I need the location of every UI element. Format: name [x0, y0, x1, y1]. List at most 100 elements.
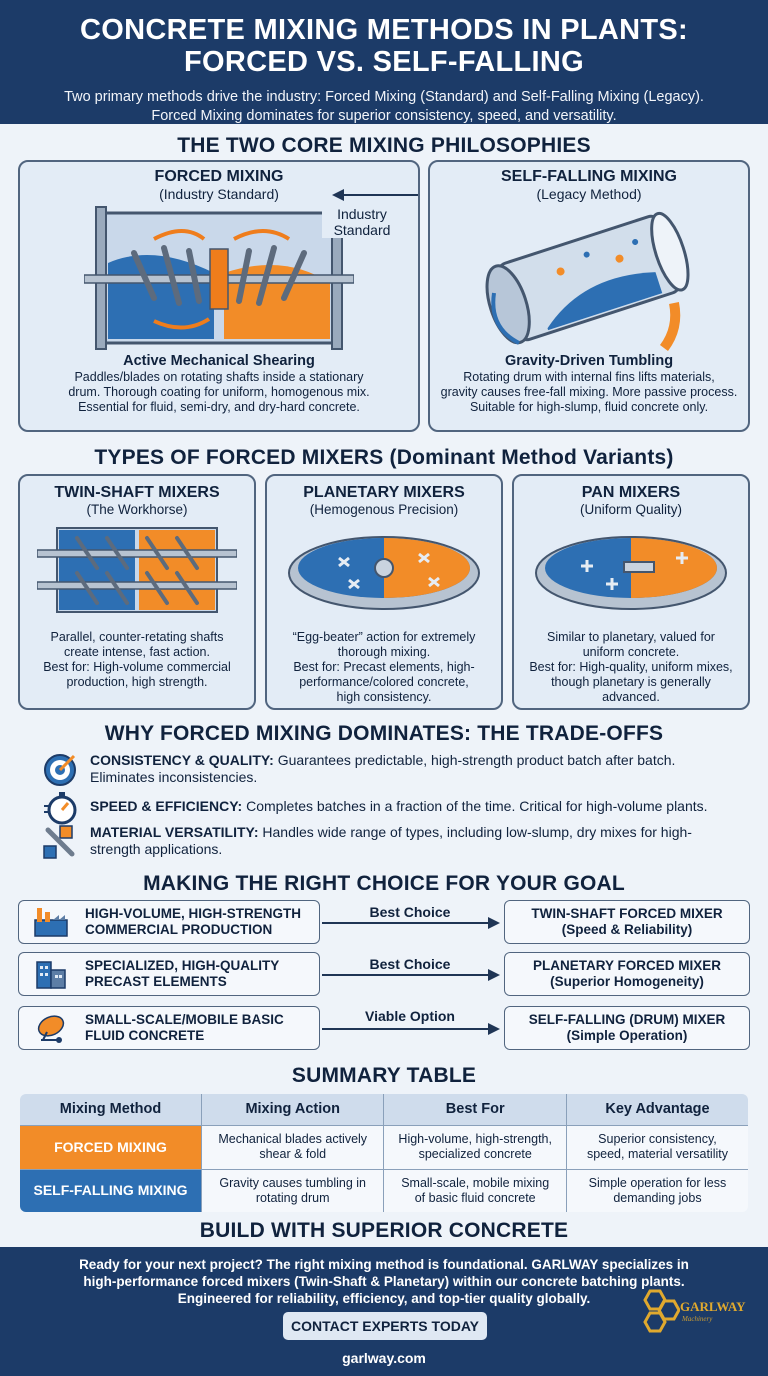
goal-small-scale-line1: SMALL-SCALE/MOBILE BASIC — [85, 1012, 284, 1027]
row-forced-adv-line1: Superior consistency, — [598, 1132, 717, 1146]
drum-mixer-icon — [37, 1015, 65, 1043]
row-self-adv-line1: Simple operation for less — [588, 1175, 727, 1190]
self-falling-subtitle: (Legacy Method) — [536, 186, 642, 202]
page-title-line1: CONCRETE MIXING METHODS IN PLANTS: — [80, 14, 688, 46]
page-subtitle-line1: Two primary methods drive the industry: … — [64, 89, 704, 105]
row-self-adv-line2: demanding jobs — [613, 1190, 702, 1205]
logo-text: GARLWAY — [680, 1299, 746, 1314]
tradeoff-consistency-body: Guarantees predictable, high-strength pr… — [90, 752, 676, 785]
twin-shaft-desc-line1: Parallel, counter-retating shafts — [50, 630, 224, 644]
pan-mixer-desc-line1: Similar to planetary, valued for — [547, 630, 715, 644]
pan-mixer-description: Similar to planetary, valued for uniform… — [514, 630, 748, 705]
factory-icon — [34, 908, 68, 937]
result-planetary-line1: PLANETARY FORCED MIXER — [532, 958, 721, 973]
tradeoff-consistency-text: CONSISTENCY & QUALITY: Guarantees predic… — [90, 752, 742, 786]
planetary-illustration — [288, 536, 480, 610]
goal-high-volume-line1: HIGH-VOLUME, HIGH-STRENGTH — [85, 906, 301, 921]
goal-precast-line1: SPECIALIZED, HIGH-QUALITY — [85, 958, 280, 973]
goal-small-scale: SMALL-SCALE/MOBILE BASIC FLUID CONCRETE — [18, 1006, 320, 1050]
row-self-method: SELF-FALLING MIXING — [20, 1168, 202, 1212]
tradeoff-versatility-label: MATERIAL VERSATILITY: — [90, 824, 259, 840]
col-mixing-action: Mixing Action — [200, 1094, 385, 1126]
self-falling-title: SELF-FALLING MIXING — [501, 168, 677, 185]
planetary-best-line3: high consistency. — [336, 690, 432, 704]
col-best-for: Best For — [383, 1094, 567, 1126]
twin-shaft-desc-line2: create intense, fast action. — [64, 645, 210, 659]
choices-title: MAKING THE RIGHT CHOICE FOR YOUR GOAL — [143, 872, 625, 895]
wrench-blocks-icon — [43, 825, 75, 859]
tradeoff-speed-label: SPEED & EFFICIENCY: — [90, 798, 243, 814]
website-link[interactable]: garlway.com — [342, 1350, 426, 1366]
result-self-falling-line2: (Simple Operation) — [566, 1028, 688, 1043]
planetary-desc-line1: “Egg-beater” action for extremely — [292, 630, 476, 644]
footer-text-line1: Ready for your next project? The right m… — [79, 1257, 689, 1272]
forced-mixing-description: Paddles/blades on rotating shafts inside… — [20, 370, 418, 415]
row-forced-method: FORCED MIXING — [20, 1124, 202, 1170]
goal-precast: SPECIALIZED, HIGH-QUALITY PRECAST ELEMEN… — [18, 952, 320, 996]
col-mixing-method: Mixing Method — [20, 1094, 202, 1126]
row-self-action-line1: Gravity causes tumbling in — [219, 1175, 366, 1190]
row-forced-best-line1: High-volume, high-strength, — [398, 1132, 552, 1146]
page-subtitle-line2: Forced Mixing dominates for superior con… — [151, 108, 617, 124]
table-row: SELF-FALLING MIXING Gravity causes tumbl… — [20, 1168, 748, 1212]
footer-banner: Ready for your next project? The right m… — [0, 1247, 768, 1376]
tradeoff-versatility: MATERIAL VERSATILITY: Handles wide range… — [42, 824, 742, 860]
arrow-line-3 — [322, 1028, 490, 1030]
result-self-falling-line1: SELF-FALLING (DRUM) MIXER — [528, 1012, 726, 1027]
twin-shaft-best-line1: Best for: High-volume commercial — [43, 660, 231, 674]
pan-mixer-best-line3: advanced. — [602, 690, 660, 704]
types-title: TYPES OF FORCED MIXERS (Dominant Method … — [94, 446, 674, 469]
row-self-best-line1: Small-scale, mobile mixing — [401, 1175, 550, 1190]
result-twin-shaft-line1: TWIN-SHAFT FORCED MIXER — [531, 906, 723, 921]
twin-shaft-description: Parallel, counter-retating shafts create… — [20, 630, 254, 690]
self-falling-desc-line2: gravity causes free-fall mixing. More pa… — [440, 385, 738, 399]
goal-precast-line2: PRECAST ELEMENTS — [85, 974, 227, 989]
row-forced-best-line2: specialized concrete — [418, 1147, 532, 1161]
pan-mixer-desc-line2: uniform concrete. — [582, 645, 680, 659]
goal-high-volume-text: HIGH-VOLUME, HIGH-STRENGTH COMMERCIAL PR… — [85, 906, 301, 938]
forced-mixing-subtitle: (Industry Standard) — [159, 186, 279, 202]
row-self-best-line2: of basic fluid concrete — [414, 1190, 536, 1205]
twin-shaft-panel: TWIN-SHAFT MIXERS (The Workhorse) Parall… — [18, 474, 256, 710]
summary-table: Mixing Method Mixing Action Best For Key… — [18, 1092, 750, 1214]
result-planetary-line2: (Superior Homogeneity) — [550, 974, 704, 989]
tradeoff-versatility-body: Handles wide range of types, including l… — [90, 824, 692, 857]
forced-mixing-panel: FORCED MIXING (Industry Standard) Active… — [18, 160, 420, 432]
footer-title: BUILD WITH SUPERIOR CONCRETE — [199, 1219, 569, 1242]
pan-mixer-best-line1: Best for: High-quality, uniform mixes, — [529, 660, 733, 674]
twin-shaft-illustration — [37, 527, 237, 613]
tradeoffs-title: WHY FORCED MIXING DOMINATES: THE TRADE-O… — [104, 722, 664, 745]
result-twin-shaft-line2: (Speed & Reliability) — [561, 922, 693, 937]
footer-text-line3: Engineered for reliability, efficiency, … — [177, 1291, 591, 1306]
self-falling-panel: SELF-FALLING MIXING (Legacy Method) Grav… — [428, 160, 750, 432]
pan-mixer-title: PAN MIXERS — [581, 484, 681, 501]
row-self-action-line2: rotating drum — [255, 1190, 330, 1205]
row-forced-best: High-volume, high-strength,specialized c… — [383, 1124, 567, 1170]
goal-precast-text: SPECIALIZED, HIGH-QUALITY PRECAST ELEMEN… — [85, 958, 279, 990]
planetary-title: PLANETARY MIXERS — [303, 484, 465, 501]
header-banner: CONCRETE MIXING METHODS IN PLANTS: FORCE… — [0, 0, 768, 124]
page-subtitle: Two primary methods drive the industry: … — [0, 88, 768, 126]
contact-experts-button[interactable]: CONTACT EXPERTS TODAY — [283, 1312, 487, 1340]
planetary-desc-line2: thorough mixing. — [337, 645, 431, 659]
target-icon — [44, 754, 76, 786]
pan-mixer-panel: PAN MIXERS (Uniform Quality) Similar to … — [512, 474, 750, 710]
arrow-line-1 — [322, 922, 490, 924]
tradeoff-speed-body: Completes batches in a fraction of the t… — [242, 798, 708, 814]
industry-standard-line2: Standard — [333, 222, 391, 238]
planetary-best-line1: Best for: Precast elements, high- — [293, 660, 475, 674]
col-key-advantage: Key Advantage — [565, 1094, 748, 1126]
twin-shaft-subtitle: (The Workhorse) — [86, 502, 188, 517]
tradeoff-speed: SPEED & EFFICIENCY: Completes batches in… — [42, 790, 742, 826]
industry-standard-label: Industry Standard — [322, 206, 402, 238]
self-falling-heading: Gravity-Driven Tumbling — [504, 353, 674, 369]
table-row: FORCED MIXING Mechanical blades actively… — [20, 1124, 748, 1170]
goal-small-scale-text: SMALL-SCALE/MOBILE BASIC FLUID CONCRETE — [85, 1012, 284, 1044]
pan-mixer-illustration — [535, 536, 727, 610]
result-twin-shaft: TWIN-SHAFT FORCED MIXER (Speed & Reliabi… — [504, 900, 750, 944]
philosophies-title: THE TWO CORE MIXING PHILOSOPHIES — [177, 134, 591, 157]
